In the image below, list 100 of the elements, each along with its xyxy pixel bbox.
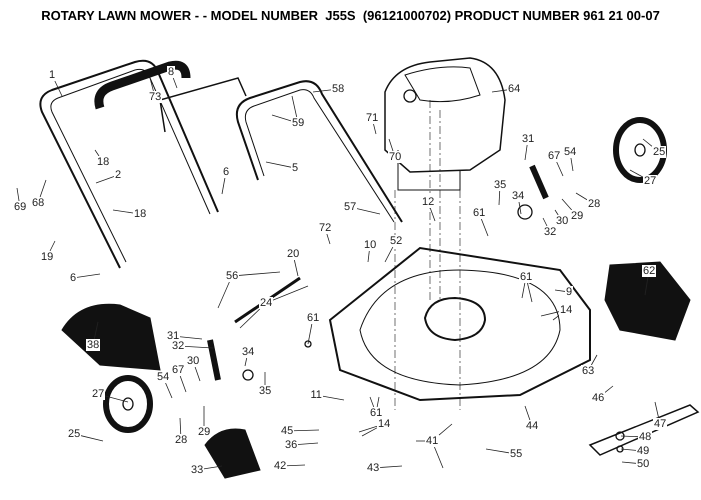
leader-line xyxy=(16,188,20,202)
leader-line xyxy=(388,138,394,152)
leader-line xyxy=(94,322,98,340)
callout-number: 72 xyxy=(318,222,332,234)
leader-line xyxy=(480,218,488,236)
callout-number: 14 xyxy=(377,418,392,430)
callout-number: 34 xyxy=(511,190,526,202)
callout-number: 34 xyxy=(241,346,256,358)
leader-line xyxy=(54,80,62,96)
callout-number: 46 xyxy=(591,392,606,404)
callout-number: 70 xyxy=(388,151,402,163)
callout-number: 19 xyxy=(40,251,54,263)
leader-line xyxy=(430,208,436,222)
callout-number: 10 xyxy=(363,239,378,251)
callout-number: 48 xyxy=(638,431,652,443)
leader-line xyxy=(266,162,292,168)
callout-number: 61 xyxy=(369,407,384,419)
callout-number: 57 xyxy=(343,201,358,213)
callout-number: 28 xyxy=(174,434,188,446)
callout-number: 33 xyxy=(190,464,204,476)
leader-line xyxy=(542,218,548,226)
callout-number: 29 xyxy=(197,426,212,438)
leader-line xyxy=(434,446,444,468)
diagram-title: ROTARY LAWN MOWER - - MODEL NUMBER J55S (96121000702) PRODUCT NUMBER 961 21 00-07 xyxy=(40,8,661,23)
leader-line xyxy=(286,464,306,466)
leader-line xyxy=(104,395,128,402)
leader-line xyxy=(370,396,374,408)
leader-line xyxy=(590,354,598,366)
leader-line xyxy=(384,246,394,262)
callout-number: 36 xyxy=(284,439,298,451)
leader-line xyxy=(570,158,574,172)
callout-number: 32 xyxy=(171,340,186,352)
callout-number: 41 xyxy=(425,435,440,447)
leader-line xyxy=(184,346,214,348)
leader-line xyxy=(76,274,100,278)
callout-number: 67 xyxy=(547,150,562,162)
callout-number: 29 xyxy=(570,210,584,222)
callout-number: 18 xyxy=(96,156,110,168)
leader-line xyxy=(524,406,530,420)
leader-line xyxy=(80,435,104,442)
leader-line xyxy=(292,96,298,118)
callout-number: 20 xyxy=(286,248,300,260)
leader-line xyxy=(576,192,588,200)
leader-line xyxy=(540,311,560,316)
leader-line xyxy=(94,150,100,156)
leader-line xyxy=(362,427,378,436)
callout-number: 59 xyxy=(291,117,306,129)
leader-line xyxy=(518,202,522,214)
leader-line xyxy=(180,418,182,434)
leader-line xyxy=(50,240,56,252)
callout-number: 47 xyxy=(653,418,668,430)
callout-number: 25 xyxy=(652,146,666,158)
leader-line xyxy=(264,372,266,386)
callout-number: 8 xyxy=(167,66,176,78)
leader-line xyxy=(654,402,660,418)
leader-line xyxy=(620,448,636,451)
callout-number: 28 xyxy=(587,198,602,210)
leader-line xyxy=(562,198,572,210)
callout-number: 24 xyxy=(259,297,274,309)
callout-number: 69 xyxy=(13,201,28,213)
callout-number: 62 xyxy=(642,265,656,277)
leader-line xyxy=(308,324,312,344)
leader-line xyxy=(222,178,226,194)
leader-line xyxy=(380,466,402,468)
leader-line xyxy=(376,396,380,408)
callout-number: 45 xyxy=(280,425,294,437)
callout-number: 71 xyxy=(365,112,380,124)
leader-line xyxy=(358,426,378,432)
callout-number: 67 xyxy=(171,364,186,376)
leader-line xyxy=(112,210,134,214)
leader-line xyxy=(524,144,528,160)
callout-number: 58 xyxy=(331,83,346,95)
leader-line xyxy=(552,314,560,320)
callout-number: 14 xyxy=(559,304,574,316)
leader-line xyxy=(165,382,172,398)
callout-number: 68 xyxy=(31,197,46,209)
callout-number: 61 xyxy=(519,271,534,283)
callout-number: 50 xyxy=(636,458,650,470)
callout-number: 54 xyxy=(156,371,170,383)
callout-number: 11 xyxy=(310,389,323,401)
callout-number: 43 xyxy=(366,462,380,474)
leader-line xyxy=(272,286,308,301)
leader-line xyxy=(498,190,500,206)
leader-line xyxy=(522,282,526,298)
leader-line xyxy=(322,396,344,400)
callout-number: 5 xyxy=(291,162,300,174)
leader-line xyxy=(416,440,426,442)
callout-number: 73 xyxy=(148,91,162,103)
callout-number: 1 xyxy=(48,69,56,81)
callout-number: 9 xyxy=(565,286,574,298)
leader-line xyxy=(622,462,636,464)
callout-number: 27 xyxy=(643,175,658,187)
callout-number: 64 xyxy=(507,83,522,95)
callout-number: 49 xyxy=(636,445,650,457)
callout-number: 30 xyxy=(555,215,570,227)
leader-line xyxy=(312,89,332,92)
callout-number: 42 xyxy=(273,460,288,472)
leader-line xyxy=(180,336,202,340)
callout-number: 2 xyxy=(114,169,122,181)
leader-line xyxy=(238,272,280,276)
